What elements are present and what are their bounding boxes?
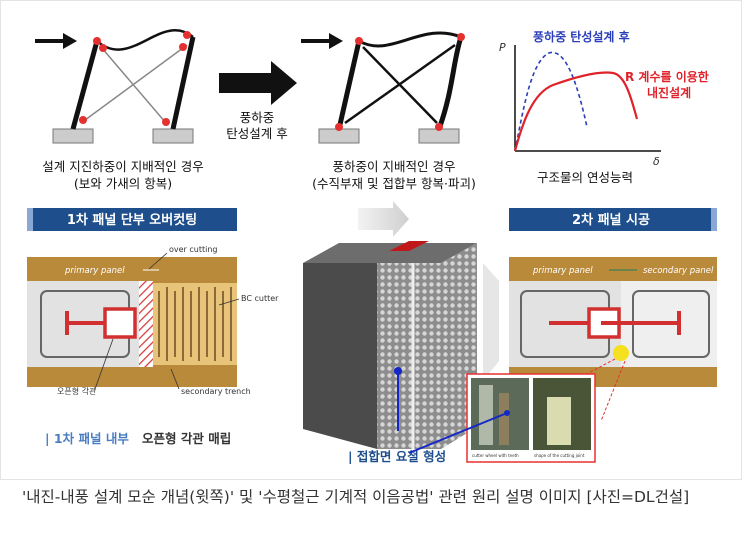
image-caption: '내진-내풍 설계 모순 개념(윗쪽)' 및 '수평철근 기계적 이음공법' 관… [22,488,690,506]
block-left-face [303,263,377,449]
block-mesh-face [377,243,477,449]
figure: 설계 지진하중이 지배적인 경우 (보와 가새의 항복) 풍하중 탄성설계 후 … [0,0,742,480]
elastic-design-curve [514,51,588,152]
arrow-label-1: 풍하중 [240,110,275,125]
photo-label-1: cutter wheel with teeth [472,453,519,458]
hinge-marker [93,37,101,45]
left-header: 1차 패널 단부 오버컷팅 [67,212,197,228]
left-header-bar [27,208,237,231]
callout-line [408,412,508,454]
cutter-teeth [158,287,232,361]
ductility-graph: P δ 풍하중 탄성설계 후 R 계수를 이용한 내진설계 [499,29,709,168]
column-left [336,40,362,130]
center-note: | 접합면 요철 형성 [348,449,446,464]
joint-block-3d [303,241,477,449]
open-pipe-label: 오픈형 각관 [57,386,97,396]
diagram-canvas: 설계 지진하중이 지배적인 경우 (보와 가새의 항복) 풍하중 탄성설계 후 … [27,29,717,464]
seismic-design-curve [513,71,639,152]
column-right [170,36,196,130]
left-frame-caption-2: (보와 가새의 항복) [74,176,172,191]
column-left [70,40,100,130]
hinge-marker [162,118,170,126]
open-pipe-box [103,307,137,339]
arrow-label-2: 탄성설계 후 [226,126,287,141]
support-base-left [52,128,94,144]
load-arrow-icon [35,33,77,49]
step-arrow-icon [358,201,409,237]
photo-label-2: shape of the cutting joint [534,453,585,458]
graph-x-label: δ [653,155,660,168]
brace [100,46,167,124]
right-frame-caption-1: 풍하중이 지배적인 경우 [333,159,456,174]
graph-y-label: P [499,41,506,54]
over-cutting-label: over cutting [169,245,218,254]
secondary-panel-label: secondary panel [643,266,714,276]
bc-cutter-label: BC cutter [241,294,279,303]
hinge-marker [99,44,107,52]
hinge-marker [457,33,465,41]
joint-opening [389,241,429,251]
frame-wind-diagram [301,31,465,144]
secondary-panel-diagram: primary panel secondary panel [509,257,717,387]
block-top-face [303,243,477,263]
transition-arrow-icon [219,61,297,105]
load-arrow-icon [301,33,343,49]
hinge-marker [183,31,191,39]
frame-seismic-diagram [35,29,196,144]
secondary-trench-label: secondary trench [181,387,251,396]
bc-cutter [153,283,237,365]
right-header-bar [509,208,717,231]
brace [80,44,188,124]
photo-inset: cutter wheel with teeth shape of the cut… [466,373,596,463]
left-note-highlight: | 1차 패널 내부 [45,431,129,446]
hinge-marker [335,123,343,131]
support-base-left [318,128,360,144]
brace [362,46,438,124]
step-arrow-icon [483,263,499,381]
red-curve-label-2: 내진설계 [647,85,691,100]
hinge-marker [79,116,87,124]
hinge-marker [355,37,363,45]
blue-curve-label: 풍하중 탄성설계 후 [533,29,630,44]
left-note-rest: 오픈형 각관 매립 [142,431,231,446]
support-base-right [152,128,194,144]
hinge-marker [435,123,443,131]
red-curve-label-1: R 계수를 이용한 [625,69,709,84]
over-cutting-zone [139,281,153,367]
primary-panel-label: primary panel [64,266,125,276]
right-frame-caption-2: (수직부재 및 접합부 항복·파괴) [312,176,476,191]
graph-caption: 구조물의 연성능력 [537,170,633,185]
hinge-marker [179,43,187,51]
beam [96,29,194,51]
column-right [436,36,464,130]
beam [358,31,462,48]
right-header: 2차 패널 시공 [572,212,650,228]
highlight-circle [613,345,629,361]
primary-panel-label: primary panel [532,266,593,276]
left-frame-caption-1: 설계 지진하중이 지배적인 경우 [42,159,203,174]
overcutting-diagram: primary panel over cutting BC cutter 오픈형… [27,245,279,396]
support-base-right [418,128,460,144]
